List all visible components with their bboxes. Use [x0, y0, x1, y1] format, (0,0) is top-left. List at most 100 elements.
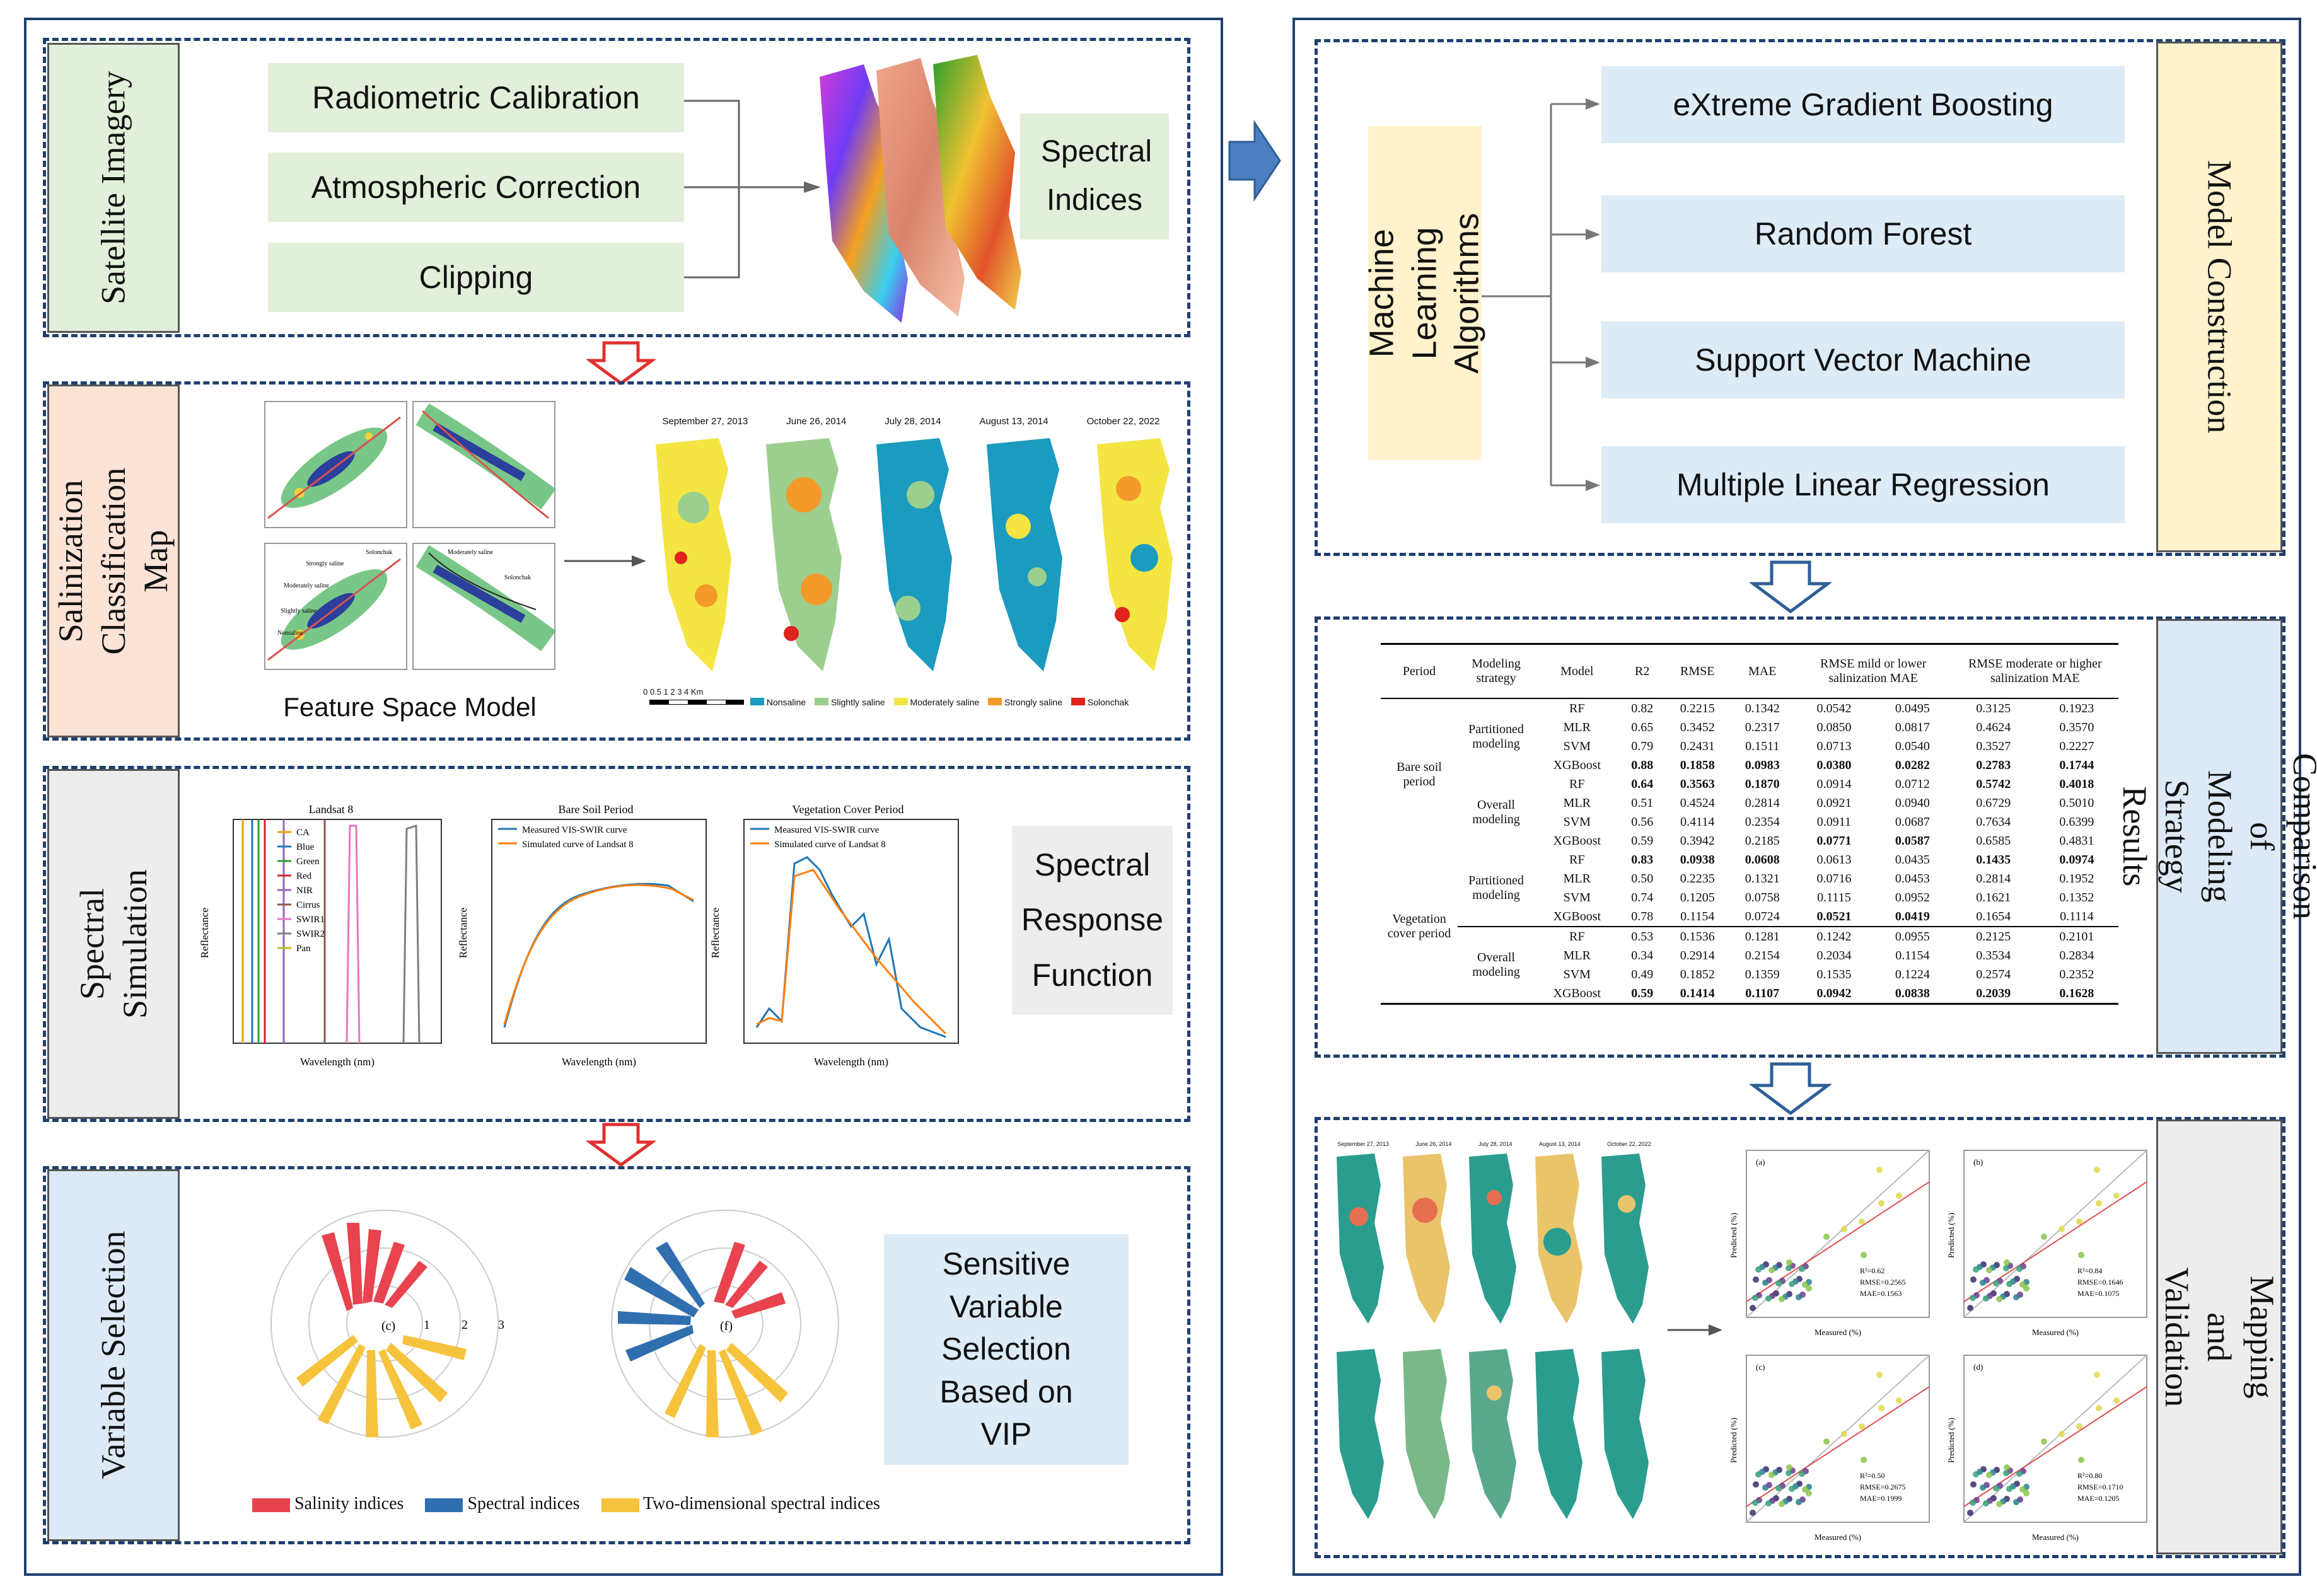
- satellite-image-stack: [820, 55, 1021, 323]
- data-point: [1973, 1266, 1979, 1273]
- data-point: [1980, 1484, 1986, 1491]
- svg-text:(a): (a): [1756, 1157, 1765, 1167]
- validation-plot: (b)R²=0.84RMSE=0.1646MAE=0.1075Measured …: [1946, 1150, 2147, 1337]
- svg-text:Vegetation Cover Period: Vegetation Cover Period: [793, 803, 904, 816]
- vip-radial-chart-f: (f): [611, 1210, 839, 1438]
- data-point: [1799, 1471, 1805, 1477]
- svg-text:Predicted (%): Predicted (%): [1946, 1418, 1956, 1463]
- spectral-section: [43, 766, 1190, 1122]
- data-point: [1983, 1500, 1989, 1506]
- data-point: [1789, 1486, 1795, 1492]
- data-point: [1970, 1276, 1977, 1283]
- data-point: [1768, 1267, 1775, 1273]
- svg-text:Slightly saline: Slightly saline: [281, 608, 317, 615]
- data-point: [1789, 1281, 1795, 1287]
- data-point: [1970, 1481, 1977, 1488]
- data-point: [1993, 1280, 1999, 1287]
- svg-text:Reflectance: Reflectance: [457, 908, 469, 958]
- mapping-validation-label: Mapping and Validation: [2156, 1119, 2282, 1554]
- svg-text:Moderately saline: Moderately saline: [284, 582, 329, 589]
- data-point: [1861, 1252, 1867, 1258]
- data-point: [1896, 1193, 1902, 1199]
- down-arrow-1: [586, 341, 656, 386]
- vip-legend: Salinity indices Spectral indices Two-di…: [252, 1494, 880, 1514]
- classification-maps: September 27, 2013 June 26, 2014 July 28…: [643, 416, 1179, 731]
- svg-text:Bare Soil Period: Bare Soil Period: [559, 803, 634, 816]
- data-point: [1775, 1485, 1782, 1491]
- algorithm-random-forest: Random Forest: [1601, 195, 2125, 272]
- data-point: [1762, 1484, 1768, 1491]
- svg-text:Measured VIS-SWIR curve: Measured VIS-SWIR curve: [774, 825, 880, 835]
- data-point: [1750, 1510, 1756, 1516]
- svg-text:Nonsaline: Nonsaline: [277, 630, 303, 637]
- data-point: [1768, 1472, 1775, 1478]
- data-point: [1970, 1295, 1976, 1301]
- landsat8-srf-chart: Landsat 8 CA Blue Green Red NIR Cirrus S…: [199, 803, 442, 1068]
- data-point: [2013, 1499, 2019, 1505]
- data-point: [2016, 1266, 2023, 1272]
- results-table: Period Modeling strategy Model R2 RMSE M…: [1381, 643, 2118, 1005]
- radiometric-calibration-step: Radiometric Calibration: [268, 63, 684, 132]
- vip-radial-chart-c: (c) 1 2 3: [270, 1210, 504, 1438]
- data-point: [2076, 1423, 2082, 1430]
- mapping-section: [1315, 1117, 2285, 1558]
- variable-selection-label: Variable Selection: [47, 1169, 180, 1541]
- algorithm-mlr: Multiple Linear Regression: [1601, 446, 2125, 523]
- data-point: [2094, 1372, 2100, 1378]
- data-point: [1786, 1259, 1792, 1266]
- data-point: [1986, 1472, 1992, 1478]
- svg-text:Wavelength (nm): Wavelength (nm): [300, 1056, 375, 1068]
- data-point: [1806, 1285, 1812, 1292]
- data-point: [1996, 1501, 2002, 1507]
- svg-text:R²=0.84: R²=0.84: [2077, 1266, 2102, 1275]
- data-point: [2023, 1490, 2030, 1496]
- svg-text:Measured (%): Measured (%): [2032, 1532, 2079, 1542]
- svg-text:Predicted (%): Predicted (%): [1729, 1418, 1738, 1463]
- panel-connector-arrow: [1228, 120, 1281, 202]
- svg-text:R²=0.62: R²=0.62: [1860, 1266, 1884, 1275]
- svg-text:CA: CA: [296, 828, 310, 838]
- salinization-map-label: Salinization Classification Map: [47, 385, 180, 737]
- svg-text:(b): (b): [1973, 1157, 1983, 1167]
- feature-space-model-caption: Feature Space Model: [283, 692, 537, 722]
- data-point: [2078, 1457, 2084, 1463]
- variable-section: [43, 1166, 1190, 1544]
- machine-learning-algorithms-box: Machine Learning Algorithms: [1363, 126, 1486, 460]
- data-point: [1983, 1295, 1989, 1302]
- atmospheric-correction-step: Atmospheric Correction: [268, 153, 684, 222]
- data-point: [1762, 1280, 1768, 1286]
- data-point: [1786, 1265, 1792, 1271]
- svg-text:Predicted (%): Predicted (%): [1946, 1213, 1956, 1258]
- svg-text:Strongly saline: Strongly saline: [306, 560, 344, 567]
- data-point: [1996, 1296, 2002, 1302]
- data-point: [1861, 1457, 1867, 1463]
- svg-text:MAE=0.1563: MAE=0.1563: [1860, 1289, 1902, 1298]
- model-section: [1315, 39, 2285, 556]
- model-construction-label: Model Construction: [2156, 42, 2282, 552]
- svg-text:Cirrus: Cirrus: [296, 900, 320, 910]
- feature-space-scatter-plots: Strongly saline Moderately saline Slight…: [264, 401, 556, 670]
- svg-text:Red: Red: [296, 871, 312, 881]
- down-arrow-2: [586, 1123, 656, 1167]
- data-point: [2041, 1234, 2047, 1240]
- data-point: [1786, 1464, 1792, 1471]
- bare-soil-spectrum-chart: Bare Soil Period Measured VIS-SWIR curve…: [457, 803, 707, 1068]
- left-workflow-panel: [24, 18, 1223, 1576]
- comparison-label: Comparison of Modeling Strategy Results: [2116, 619, 2317, 1054]
- svg-text:Measured VIS-SWIR curve: Measured VIS-SWIR curve: [522, 825, 627, 835]
- svg-text:R²=0.50: R²=0.50: [1860, 1471, 1884, 1480]
